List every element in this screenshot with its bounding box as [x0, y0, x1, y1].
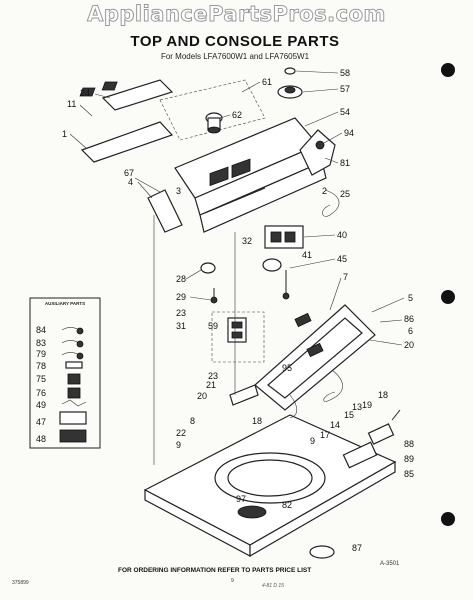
document-code: 375899: [12, 580, 29, 586]
leader-lines: [69, 70, 405, 346]
left-end-cap: [147, 189, 183, 233]
callout-82: 82: [282, 500, 292, 510]
callout-94: 94: [344, 128, 354, 138]
callout-14: 14: [330, 420, 340, 430]
diagram-subtitle: For Models LFA7600W1 and LFA7605W1: [160, 52, 310, 61]
auxiliary-parts-box: [29, 297, 101, 449]
callout-19: 19: [362, 400, 372, 410]
lid-frame: [254, 304, 376, 411]
callout-9b: 9: [310, 436, 315, 446]
callout-8: 8: [190, 416, 195, 426]
callout-22: 22: [176, 428, 186, 438]
callout-89: 89: [404, 454, 414, 464]
callout-57: 57: [340, 84, 350, 94]
switch-assembly: [264, 225, 304, 249]
console-end-cap: [299, 129, 336, 176]
callout-15: 15: [344, 410, 354, 420]
tub-ring: [309, 545, 335, 559]
valve: [262, 258, 290, 300]
console-back-panel: [79, 79, 174, 111]
callout-41: 41: [302, 250, 312, 260]
callout-5: 5: [408, 293, 413, 303]
callout-32: 32: [242, 236, 252, 246]
auxiliary-parts-icons: [59, 327, 87, 443]
diagram-code: A-3501: [380, 561, 400, 567]
callout-18: 18: [378, 390, 388, 400]
binder-hole-middle: [441, 290, 455, 304]
handwritten-note: 4-81 D 15: [262, 583, 284, 589]
callout-4: 4: [128, 177, 133, 187]
callout-24: 24: [80, 88, 90, 98]
callout-20b: 20: [197, 391, 207, 401]
callout-67: 67: [124, 168, 134, 178]
callout-49: 49: [36, 400, 46, 410]
ordering-information-note: FOR ORDERING INFORMATION REFER TO PARTS …: [118, 567, 312, 574]
pressure-switch: [211, 311, 265, 363]
lid-switch: [342, 409, 401, 469]
callout-75: 75: [36, 374, 46, 384]
callout-45: 45: [337, 254, 347, 264]
callout-3: 3: [176, 186, 181, 196]
callout-79: 79: [36, 349, 46, 359]
callout-7: 7: [343, 272, 348, 282]
callout-62: 62: [232, 110, 242, 120]
callout-88: 88: [404, 439, 414, 449]
callout-21: 21: [206, 380, 216, 390]
callout-59: 59: [208, 321, 218, 331]
page-number: 9: [231, 578, 234, 584]
watermark: AppliancePartsPros.com: [87, 2, 386, 27]
callout-86: 86: [404, 314, 414, 324]
callout-20: 20: [404, 340, 414, 350]
callout-87: 87: [352, 543, 362, 553]
part-callouts: 24 11 1 61 62 58 57 54 94 81 67 3 4 2 25…: [36, 68, 414, 553]
callout-17: 17: [320, 430, 330, 440]
control-panel-overlay: [159, 79, 266, 141]
lid-switch-wire: [323, 369, 343, 402]
cabinet-top: [143, 414, 397, 558]
callout-58: 58: [340, 68, 350, 78]
binder-hole-top: [441, 63, 455, 77]
callout-54: 54: [340, 107, 350, 117]
diagram-title: TOP AND CONSOLE PARTS: [130, 33, 340, 50]
callout-9: 9: [176, 440, 181, 450]
callout-29: 29: [176, 292, 186, 302]
callout-13: 13: [352, 402, 362, 412]
timer-knob: [205, 112, 223, 134]
callout-61: 61: [262, 77, 272, 87]
callout-1: 1: [62, 129, 67, 139]
callout-81: 81: [340, 158, 350, 168]
callout-2: 2: [322, 186, 327, 196]
callout-31: 31: [176, 321, 186, 331]
callout-23b: 23: [208, 371, 218, 381]
left-grommet: [200, 262, 216, 274]
console-rear-panel: [80, 121, 174, 163]
callout-48: 48: [36, 434, 46, 444]
callout-76: 76: [36, 388, 46, 398]
callout-40: 40: [337, 230, 347, 240]
callout-85: 85: [404, 469, 414, 479]
callout-23: 23: [176, 308, 186, 318]
callout-25: 25: [340, 189, 350, 199]
callout-97: 97: [236, 494, 246, 504]
callout-47: 47: [36, 417, 46, 427]
auxiliary-parts-header: AUXILIARY PARTS: [44, 301, 86, 306]
callout-28: 28: [176, 274, 186, 284]
callout-6: 6: [408, 326, 413, 336]
callout-11: 11: [67, 99, 76, 109]
console-body: [174, 117, 327, 233]
binder-hole-bottom: [441, 512, 455, 526]
callout-18b: 18: [252, 416, 262, 426]
callout-83: 83: [36, 338, 46, 348]
callout-78: 78: [36, 361, 46, 371]
callout-84: 84: [36, 325, 46, 335]
callout-95: 95: [282, 363, 292, 373]
lid-hinge: [229, 384, 259, 406]
